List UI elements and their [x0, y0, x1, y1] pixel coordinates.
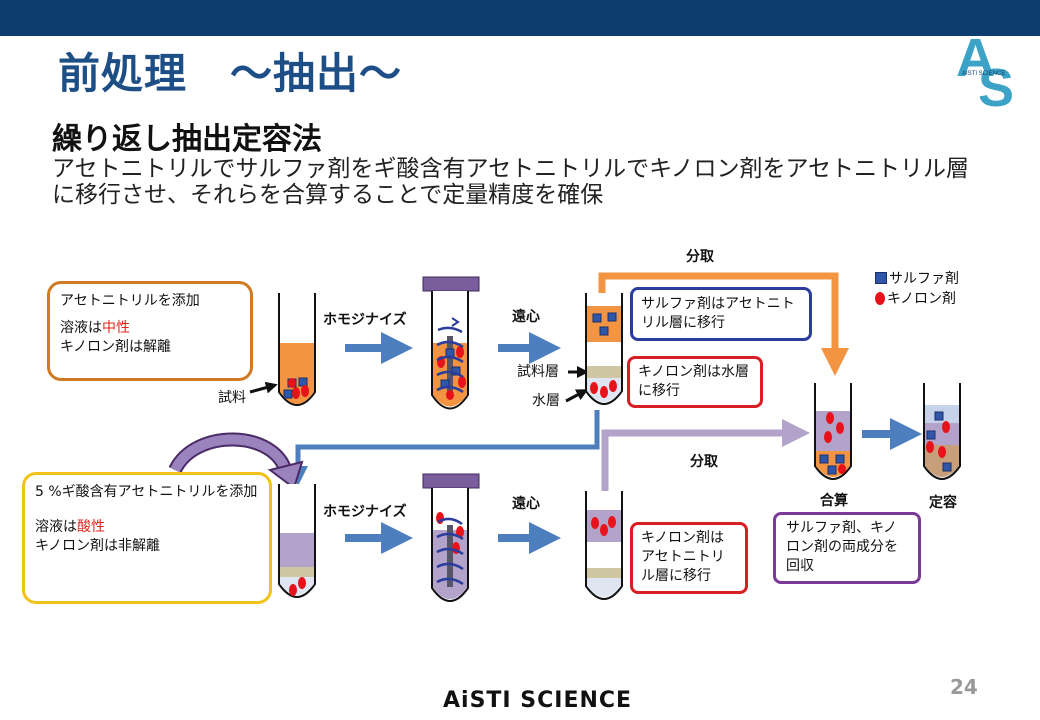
step2-box-title: 5 %ギ酸含有アセトニトリルを添加: [35, 484, 258, 500]
legend-sulfa-label: サルファ剤: [889, 271, 959, 287]
homogenize-label-2: ホモジナイズ: [323, 504, 407, 520]
tube-homogenizer-2: [422, 473, 480, 602]
final-volume-label: 定容: [929, 495, 957, 511]
note-recover-both: サルファ剤、キノロン剤の両成分を回収: [773, 512, 921, 584]
logo-small-text: AISTI SCIENCE: [962, 71, 1005, 77]
tube-final-volume: [923, 383, 961, 480]
pointer-water-layer: [565, 389, 589, 403]
step1-box-title: アセトニトリルを添加: [60, 293, 200, 309]
aliquot-label-top: 分取: [686, 249, 714, 265]
aliquot-path-orange: [598, 272, 849, 376]
tube-centrifuged-1: [585, 293, 623, 405]
page-title: 前処理 ～抽出～: [58, 49, 403, 98]
page-description: アセトニトリルでサルファ剤をギ酸含有アセトニトリルでキノロン剤をアセトニトリル層…: [52, 156, 970, 208]
centrifuge-label-2: 遠心: [512, 496, 540, 512]
sample-label: 試料: [218, 390, 246, 406]
step1-solution-prefix: 溶液は: [60, 320, 102, 336]
water-layer-label: 水層: [532, 393, 560, 409]
sample-layer-label: 試料層: [517, 364, 559, 380]
blue-square-icon: [875, 272, 887, 284]
aliquot-path-purple: [601, 419, 810, 510]
legend-sulfa: サルファ剤: [875, 268, 959, 288]
step2-solution-state: 酸性: [77, 519, 105, 535]
step1-condition-box: アセトニトリルを添加 溶液は中性 キノロン剤は解離: [47, 281, 253, 381]
tube-sample-acetonitrile: [278, 293, 316, 406]
step2-solution-line: 溶液は酸性: [35, 518, 259, 537]
legend-quinolone-label: キノロン剤: [887, 291, 957, 307]
homogenize-label-1: ホモジナイズ: [323, 312, 407, 328]
legend: サルファ剤 キノロン剤: [875, 268, 959, 308]
tube-homogenizer-1: [422, 276, 480, 410]
top-banner: [0, 0, 1040, 36]
step2-solution-prefix: 溶液は: [35, 519, 77, 535]
combine-label: 合算: [820, 493, 848, 509]
tube-centrifuged-2: [585, 491, 623, 600]
centrifuge-label-1: 遠心: [512, 309, 540, 325]
company-logo: A S AISTI SCIENCE: [956, 28, 1014, 110]
step1-solution-line: 溶液は中性: [60, 319, 240, 338]
note-quinolone-water: キノロン剤は水層に移行: [627, 356, 763, 408]
tube-combined: [814, 383, 852, 480]
step1-quinolone-state: キノロン剤は解離: [60, 339, 172, 355]
step2-condition-box: 5 %ギ酸含有アセトニトリルを添加 溶液は酸性 キノロン剤は非解離: [22, 472, 272, 604]
water-layer-transfer-path: [288, 410, 600, 486]
step1-solution-state: 中性: [102, 320, 130, 336]
red-dot-icon: [875, 292, 885, 305]
aliquot-label-bottom: 分取: [690, 454, 718, 470]
logo-letter-a: A: [956, 28, 995, 88]
legend-quinolone: キノロン剤: [875, 288, 959, 308]
note-sulfa-moves: サルファ剤はアセトニトリル層に移行: [630, 287, 812, 341]
page-number: 24: [950, 675, 978, 699]
footer-brand: AiSTI SCIENCE: [443, 688, 633, 713]
tube-formic-acetonitrile: [278, 484, 316, 598]
step2-quinolone-state: キノロン剤は非解離: [35, 538, 161, 554]
note-quinolone-acetonitrile: キノロン剤はアセトニトリル層に移行: [630, 522, 748, 594]
page-subtitle: 繰り返し抽出定容法: [52, 122, 322, 157]
logo-letter-s: S: [978, 58, 1014, 110]
pointer-sample: [249, 381, 278, 394]
